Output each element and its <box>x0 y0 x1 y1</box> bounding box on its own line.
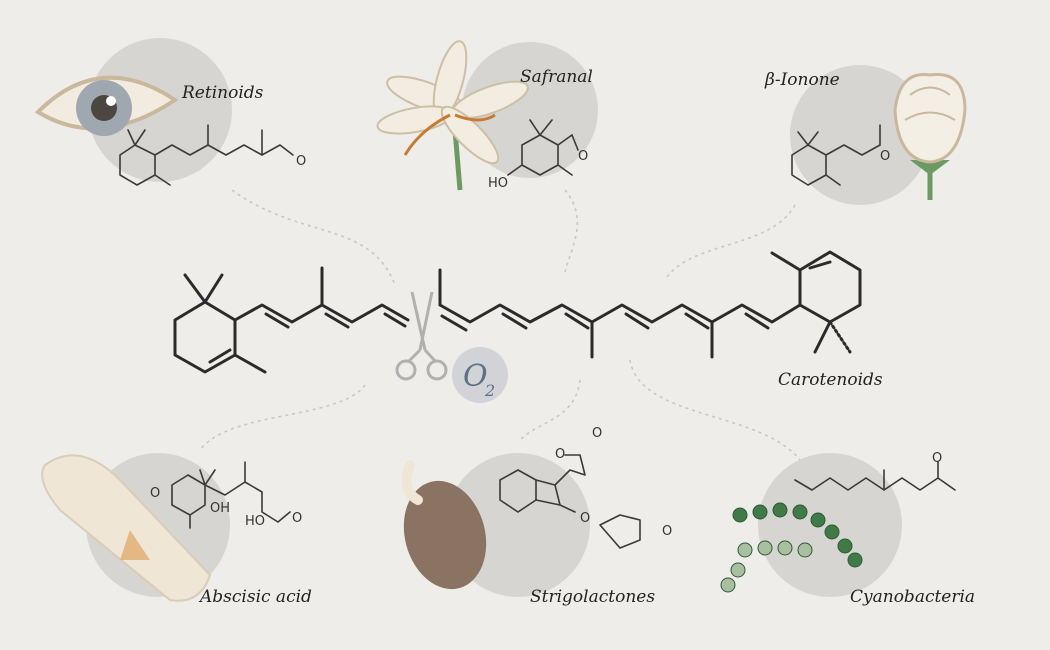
rose-icon <box>893 72 967 200</box>
carotenoids-label: Carotenoids <box>778 370 883 390</box>
atom-label: O <box>932 451 942 466</box>
cyanobacteria-structure <box>794 461 956 491</box>
oxygen-subscript: 2 <box>484 381 495 400</box>
oxygen-symbol: O <box>463 359 488 394</box>
atom-label: O <box>292 511 302 526</box>
corn-cob-icon <box>41 454 212 602</box>
atom-label: O <box>578 149 588 164</box>
atom-label: HO <box>245 514 265 529</box>
safranal-bubble <box>462 42 598 178</box>
scissors-icon <box>395 291 448 381</box>
seed-icon <box>401 460 487 590</box>
atom-label: OH <box>210 501 230 516</box>
atom-label: O <box>555 447 565 462</box>
carotenoid-molecule <box>173 250 862 374</box>
abscisic-label: Abscisic acid <box>198 587 312 607</box>
atom-label: O <box>296 154 306 169</box>
retinal-structure <box>119 124 294 186</box>
atom-label: O <box>580 511 590 526</box>
ionone-label: β-Ionone <box>764 70 840 90</box>
cyanobacteria-icon <box>720 502 863 593</box>
atom-label: O <box>150 486 160 501</box>
atom-label: O <box>592 426 602 441</box>
atom-label: O <box>880 149 890 164</box>
connector-lines <box>199 189 801 461</box>
ionone-structure <box>791 124 881 186</box>
strigolactone-structure <box>499 454 641 549</box>
retinoids-label: Retinoids <box>181 83 264 103</box>
atom-label: O <box>662 524 672 539</box>
strigolactones-label: Strigolactones <box>530 587 655 607</box>
lily-flower-icon <box>376 40 529 191</box>
safranal-structure <box>507 119 579 176</box>
atom-label: HO <box>488 176 508 191</box>
safranal-label: Safranal <box>520 67 593 87</box>
abscisic-structure <box>171 461 291 529</box>
ionone-bubble <box>790 65 930 205</box>
cyanobacteria-label: Cyanobacteria <box>850 587 975 607</box>
eye-icon <box>34 75 179 136</box>
oxygen-badge: O 2 <box>452 347 508 403</box>
